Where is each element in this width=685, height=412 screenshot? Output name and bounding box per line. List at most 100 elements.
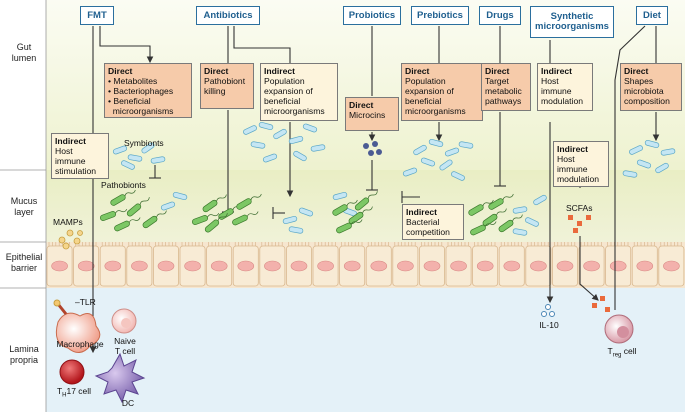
- symbiont-rod: [298, 207, 314, 217]
- epithelial-cell: [578, 242, 605, 287]
- box-line: beneficial: [264, 96, 301, 106]
- header-probiotics: Probiotics: [343, 6, 401, 25]
- epithelial-cell: [206, 242, 233, 287]
- box-line: Bacterial: [406, 217, 440, 227]
- pathobiont-rod: [232, 211, 259, 226]
- th17-rest: 17 cell: [66, 386, 92, 396]
- microcin-dots: [363, 141, 382, 156]
- symbiont-rod: [428, 138, 444, 148]
- tlr-text: TLR: [79, 297, 96, 307]
- box-line: microorganisms: [405, 106, 466, 116]
- box-line: immune: [55, 156, 86, 166]
- symbiont-rod: [622, 170, 638, 178]
- box-line: microbiota: [624, 86, 664, 96]
- epithelial-cell: [73, 242, 100, 287]
- header-diet: Diet: [636, 6, 668, 25]
- pathobiont-rod: [236, 193, 262, 210]
- pathobiont-rod: [470, 221, 497, 236]
- epithelial-cell: [312, 242, 339, 287]
- box-line: metabolic: [485, 86, 522, 96]
- pathobiont-rod: [468, 199, 494, 216]
- tlr-label: –TLR: [75, 297, 96, 307]
- epithelial-cell: [418, 242, 445, 287]
- th17-sub: H: [62, 392, 67, 399]
- box-line: expansion of: [264, 86, 313, 96]
- symbiont-rod: [310, 144, 326, 152]
- treg-cell-label: Treg cell: [600, 346, 644, 361]
- box-line: stimulation: [55, 166, 97, 176]
- box-fmt-direct-item: • Bacteriophages: [108, 86, 174, 96]
- epithelial-cells: [46, 242, 685, 287]
- il10-particles: [541, 304, 555, 317]
- zone-label-lamina: Lamina propria: [2, 344, 46, 366]
- symbiont-rod: [288, 135, 304, 145]
- pathobiont-rod: [354, 191, 378, 211]
- box-syn-indirect-title: Indirect: [541, 66, 573, 76]
- symbiont-rod: [282, 215, 298, 225]
- box-abx-direct: Direct Pathobiont killing: [200, 63, 254, 109]
- symbiont-rod: [121, 160, 135, 170]
- box-syn-indirect-2: Indirect Host immune modulation: [553, 141, 609, 187]
- header-prebiotics: Prebiotics: [411, 6, 469, 25]
- box-fmt-direct: Direct • Metabolites • Bacteriophages • …: [104, 63, 192, 118]
- symbiont-rod: [273, 128, 287, 140]
- epithelial-cell: [179, 242, 206, 287]
- zone-label-epithelial: Epithelial barrier: [2, 252, 46, 274]
- symbiont-rod: [160, 201, 176, 211]
- symbiont-rod: [402, 167, 418, 177]
- symbiont-rod: [243, 125, 257, 135]
- header-synthetic: Synthetic microorganisms: [530, 6, 614, 38]
- box-pro-indirect-title: Indirect: [406, 207, 438, 217]
- symbiont-rod: [533, 194, 547, 206]
- pathobiont-rod: [110, 189, 136, 206]
- mamps-particles: [58, 229, 83, 250]
- epithelial-cell: [232, 242, 259, 287]
- pathobiont-rod: [488, 193, 514, 210]
- epithelial-cell: [46, 242, 73, 287]
- scfa-particles: [568, 215, 610, 312]
- symbiont-rod: [512, 206, 528, 214]
- box-drug-direct-title: Direct: [485, 66, 510, 76]
- symbiont-rod: [288, 226, 304, 234]
- box-line: composition: [624, 96, 670, 106]
- symbiont-rod: [112, 145, 128, 155]
- box-line: expansion of: [405, 86, 454, 96]
- symbiont-rod: [413, 144, 427, 156]
- epithelial-barrier-text: Epithelial barrier: [5, 252, 43, 273]
- symbiont-rod: [420, 157, 436, 167]
- box-fmt-indirect: Indirect Host immune stimulation: [51, 133, 109, 179]
- symbiont-rod: [250, 141, 266, 149]
- epithelial-cell: [445, 242, 472, 287]
- epithelial-cell: [392, 242, 419, 287]
- box-line: beneficial: [405, 96, 442, 106]
- symbiont-rod: [172, 191, 188, 201]
- box-line: Host: [557, 154, 575, 164]
- dendritic-cell: [94, 352, 146, 404]
- pathobiont-rod: [204, 213, 228, 233]
- box-pre-direct-title: Direct: [405, 66, 430, 76]
- box-pro-indirect: Indirect Bacterial competition: [402, 204, 464, 240]
- zone-label-mucus: Mucus layer: [2, 196, 46, 218]
- symbiont-rod: [439, 159, 453, 171]
- box-line: Population: [264, 76, 305, 86]
- epithelial-cell: [472, 242, 499, 287]
- pathobiont-rod: [498, 214, 523, 233]
- pathobiont-rod: [336, 219, 363, 234]
- box-abx-indirect: Indirect Population expansion of benefic…: [260, 63, 338, 121]
- mamps-label: MAMPs: [53, 217, 83, 227]
- box-fmt-direct-title: Direct: [108, 66, 133, 76]
- lamina-propria-zone: [46, 288, 685, 412]
- symbiont-rod: [332, 191, 348, 201]
- epithelial-cell: [126, 242, 153, 287]
- symbiont-rod: [512, 228, 528, 236]
- symbiont-rod: [293, 150, 307, 162]
- treg-cell: [604, 314, 634, 344]
- box-line: Host: [541, 76, 559, 86]
- il10-label: IL-10: [539, 320, 559, 330]
- epithelial-cell: [658, 242, 685, 287]
- box-line: immune: [541, 86, 572, 96]
- pathobiont-rod: [99, 208, 128, 221]
- pathobiont-rod: [348, 206, 373, 225]
- symbiont-rod: [644, 139, 660, 149]
- pathobiont-bacteria: [99, 189, 523, 236]
